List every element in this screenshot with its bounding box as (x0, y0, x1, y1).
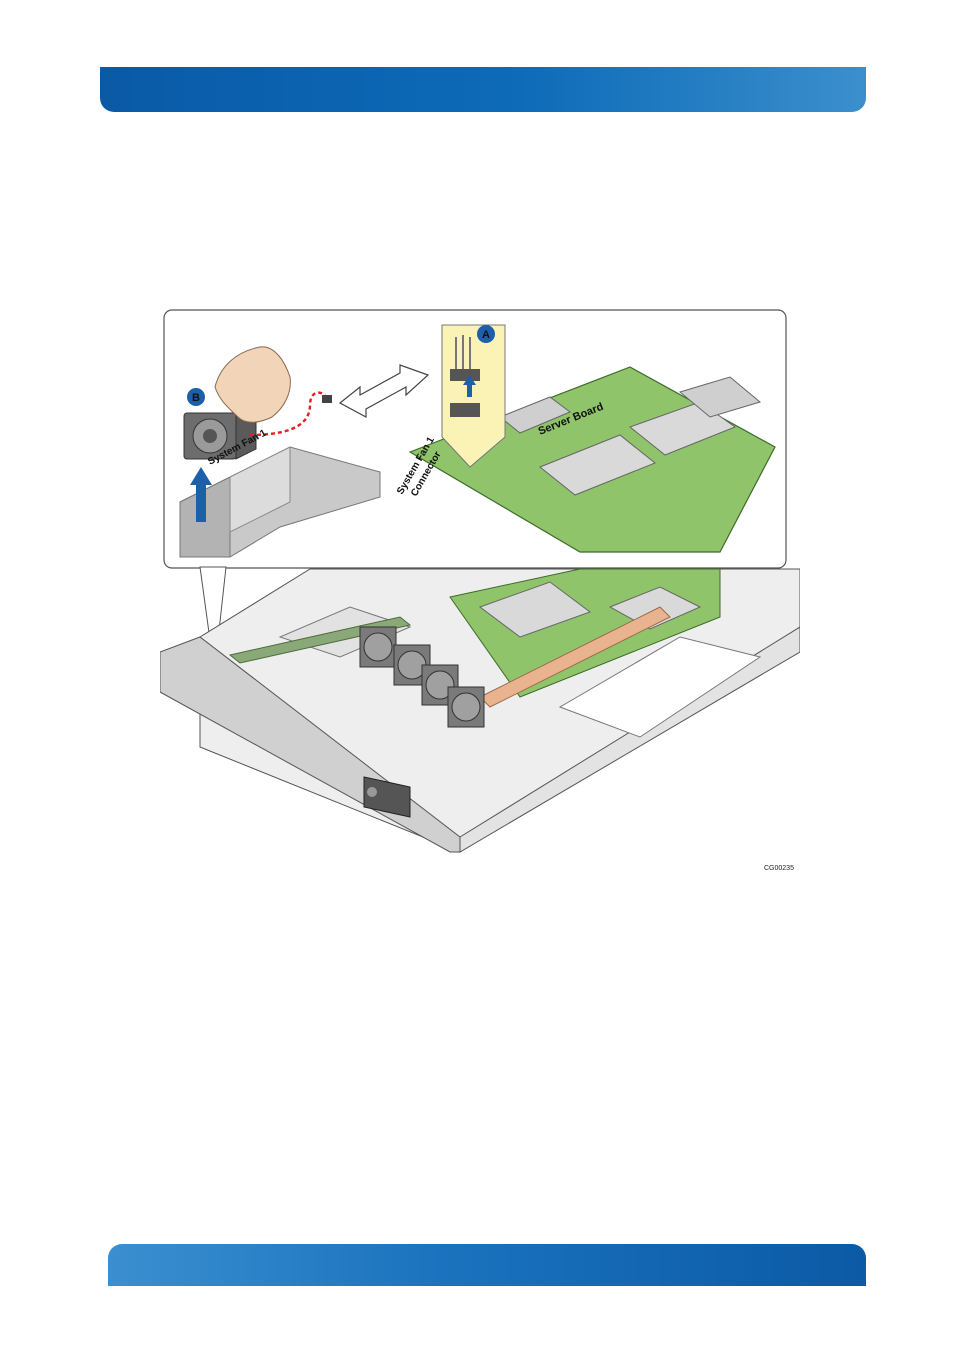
hand-icon (214, 346, 291, 423)
callout-a-badge (477, 325, 495, 343)
lift-arrow-icon (190, 467, 212, 522)
header-band (100, 67, 866, 112)
fan-bracket (179, 446, 381, 558)
connector-detail (441, 324, 506, 468)
cable-plug (322, 395, 332, 403)
server-chassis (160, 568, 800, 853)
callout-b-badge (187, 388, 205, 406)
server-board (408, 366, 776, 553)
callout-b-label: B (192, 392, 200, 404)
fan-cable (249, 391, 327, 437)
double-arrow-icon (338, 364, 430, 419)
chassis-fan-row (359, 626, 485, 728)
fan-removal-figure: Server Board A B System Fan 1 System Fan… (160, 309, 800, 872)
front-control-panel (363, 776, 411, 818)
figure-code: CG00235 (764, 865, 794, 872)
footer-band (108, 1244, 866, 1286)
callout-a-label: A (482, 329, 490, 341)
